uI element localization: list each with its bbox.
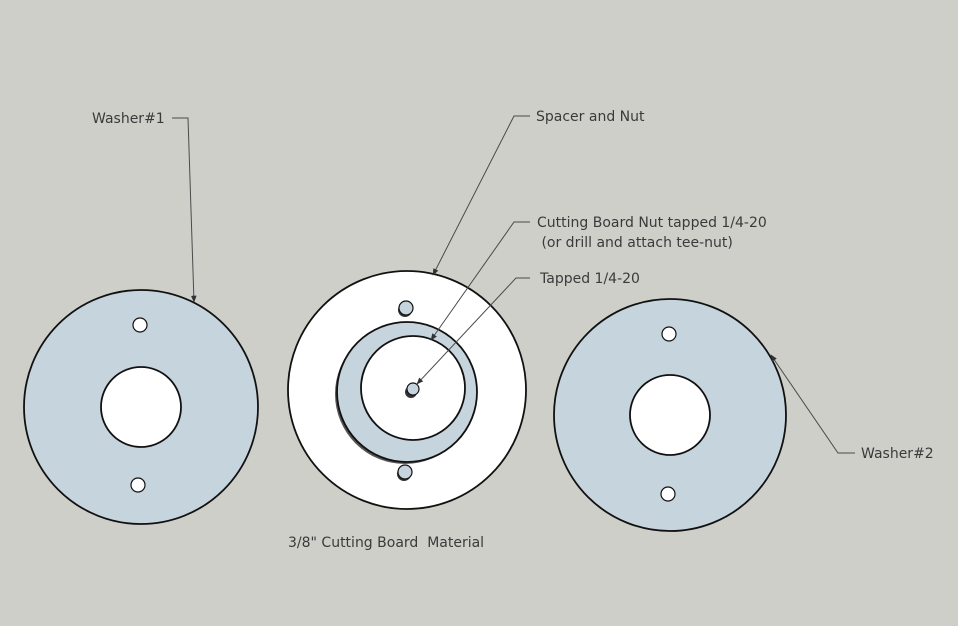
board-hole-top xyxy=(398,300,414,316)
washer-2-center-hole xyxy=(629,374,711,456)
washer-1-label: Washer#1 xyxy=(92,111,165,127)
cutting-board-disc xyxy=(287,270,527,510)
washer-1-bolt-hole-top xyxy=(132,317,148,333)
tapped-hole xyxy=(406,382,420,396)
washer-1-bolt-hole-bottom xyxy=(130,477,146,493)
cutting-board-nut-note: (or drill and attach tee-nut) xyxy=(537,235,733,251)
washer-2-leader xyxy=(770,354,855,454)
tapped-leader xyxy=(416,277,530,385)
washer-1-center-hole xyxy=(100,366,182,448)
cutting-board-nut-leader xyxy=(430,221,530,341)
board-hole-bottom xyxy=(397,464,413,480)
spacer-nut-leader xyxy=(432,115,530,276)
washer-2-bolt-hole-bottom xyxy=(660,486,676,502)
washer-2 xyxy=(553,298,787,532)
washer-1-leader xyxy=(172,117,197,303)
washer-2-label: Washer#2 xyxy=(861,446,934,462)
washer-1 xyxy=(23,289,259,525)
material-caption: 3/8" Cutting Board Material xyxy=(288,535,484,551)
spacer-nut-label: Spacer and Nut xyxy=(536,109,645,125)
tapped-label: Tapped 1/4-20 xyxy=(539,271,640,287)
washer-2-bolt-hole-top xyxy=(661,326,677,342)
cutting-board-nut-label: Cutting Board Nut tapped 1/4-20 xyxy=(537,215,767,231)
